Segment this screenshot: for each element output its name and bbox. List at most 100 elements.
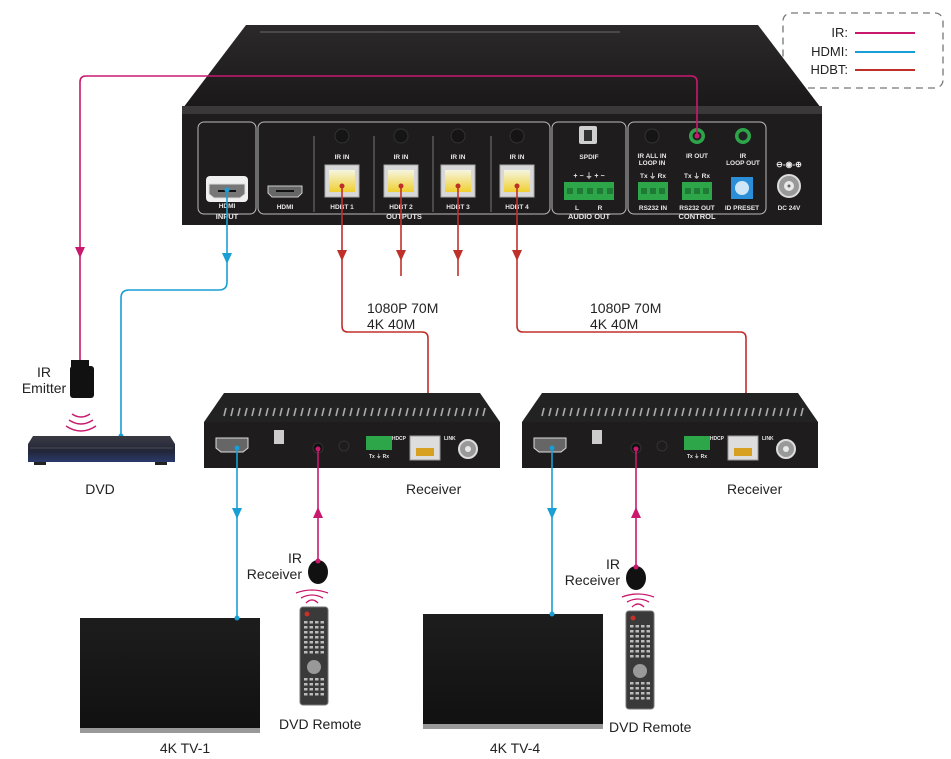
vent-slot [265, 407, 269, 417]
hdbt-cable-1 [341, 186, 429, 441]
remote-key [304, 646, 308, 649]
vent-slot [412, 407, 416, 417]
vent-slot [433, 407, 437, 417]
ir-all-in-port[interactable] [644, 128, 660, 144]
ir-in-port[interactable] [393, 128, 409, 144]
dc-polarity-icon: ⊖-◉-⊕ [776, 160, 802, 169]
hdmi-cable-endpoint [234, 615, 240, 621]
hdmi-arrow-down-icon [547, 508, 557, 519]
ir-arrow-up-icon [313, 507, 323, 518]
vent-slot [611, 407, 615, 417]
remote-key [304, 626, 308, 629]
receiver-rs232-terminal[interactable] [366, 436, 392, 450]
ir-signal-icon [71, 413, 91, 418]
receiver-hdmi-out-port[interactable] [215, 437, 249, 453]
ir-emitter-body [70, 366, 94, 398]
remote-key [315, 693, 319, 696]
receiver-power-port-inner [783, 446, 789, 452]
remote-key [635, 635, 639, 638]
vent-slot [475, 407, 479, 417]
rs232-out-txrx-label: Tx ⏚ Rx [684, 172, 710, 180]
vent-slot [576, 407, 580, 417]
display-set-1 [80, 445, 329, 733]
remote-key [309, 626, 313, 629]
vent-slot [258, 407, 262, 417]
dc-power-pin [787, 184, 791, 188]
remote-key [315, 641, 319, 644]
remote-key [630, 697, 634, 700]
receiver-hdmi-out-port[interactable] [533, 437, 567, 453]
rs232-out-pins [685, 188, 709, 194]
vent-slot [461, 407, 465, 417]
vent-slot [440, 407, 444, 417]
remote-key [315, 683, 319, 686]
remote-key [630, 650, 634, 653]
receiver-top [522, 393, 818, 422]
receiver-rs232-terminal[interactable] [684, 436, 710, 450]
ir-receiver-2-label-line1: IR [606, 556, 620, 572]
vent-slot [779, 407, 783, 417]
remote-key [304, 651, 308, 654]
remote-key [309, 641, 313, 644]
remote-key [641, 635, 645, 638]
vent-slot [681, 407, 685, 417]
remote-key [315, 631, 319, 634]
remote-key [641, 625, 645, 628]
rs232-in-label: RS232 IN [639, 205, 667, 212]
legend: IR: HDMI: HDBT: [782, 12, 944, 89]
remote-key [635, 682, 639, 685]
audio-polarity-label: + − ⏚ + − [573, 172, 604, 180]
remote-key [320, 641, 324, 644]
receiver-link-label: LINK [444, 436, 456, 442]
legend-label-hdmi: HDMI: [811, 44, 848, 59]
dvd-player [28, 436, 175, 465]
remote-key [304, 621, 308, 624]
receiver-ir-out-port[interactable] [338, 440, 350, 452]
ir-receiver-1-label-line1: IR [288, 550, 302, 566]
receiver-spdif-port[interactable] [592, 430, 602, 444]
remote-key [635, 650, 639, 653]
vent-slot [321, 407, 325, 417]
receiver-hdbt-pins [416, 448, 434, 456]
vent-slot [625, 407, 629, 417]
dvd-body [28, 436, 175, 462]
vent-slot [293, 407, 297, 417]
vent-slot [555, 407, 559, 417]
dc-24v-label: DC 24V [778, 205, 801, 212]
rs232-in-txrx-label: Tx ⏚ Rx [640, 172, 666, 180]
remote-key [641, 687, 645, 690]
ir-receiver-1-label: IR Receiver [240, 550, 302, 582]
remote-key [309, 646, 313, 649]
hdbt-rj45-inner [504, 170, 530, 192]
remote-key [630, 625, 634, 628]
receiver-spdif-port[interactable] [274, 430, 284, 444]
hdbt-rj45-inner [329, 170, 355, 192]
receiver-ir-out-port[interactable] [656, 440, 668, 452]
distance-note-1-line2: 4K 40M [367, 316, 416, 332]
distance-note-2-line2: 4K 40M [590, 316, 639, 332]
tv-bezel-bottom [80, 728, 260, 733]
vent-slot [786, 407, 790, 417]
vent-slot [716, 407, 720, 417]
remote-key [315, 651, 319, 654]
ir-in-port[interactable] [450, 128, 466, 144]
ir-in-port[interactable] [509, 128, 525, 144]
ir-emitter-cap [71, 360, 89, 368]
hdbt-arrow-down-icon [453, 250, 463, 261]
remote-key [320, 683, 324, 686]
ir-in-port[interactable] [334, 128, 350, 144]
hdbt-rj45-inner [388, 170, 414, 192]
hdmi-arrow-down-icon [222, 253, 232, 264]
remote-key [641, 650, 645, 653]
matrix-edge [182, 106, 822, 114]
ir-receiver-eye [626, 566, 646, 590]
ir-cable-matrix-to-emitter [79, 75, 698, 360]
remote-key [630, 640, 634, 643]
remote-key [646, 655, 650, 658]
remote-key [320, 626, 324, 629]
ir-signal-icon [305, 599, 319, 604]
remote-key [646, 697, 650, 700]
